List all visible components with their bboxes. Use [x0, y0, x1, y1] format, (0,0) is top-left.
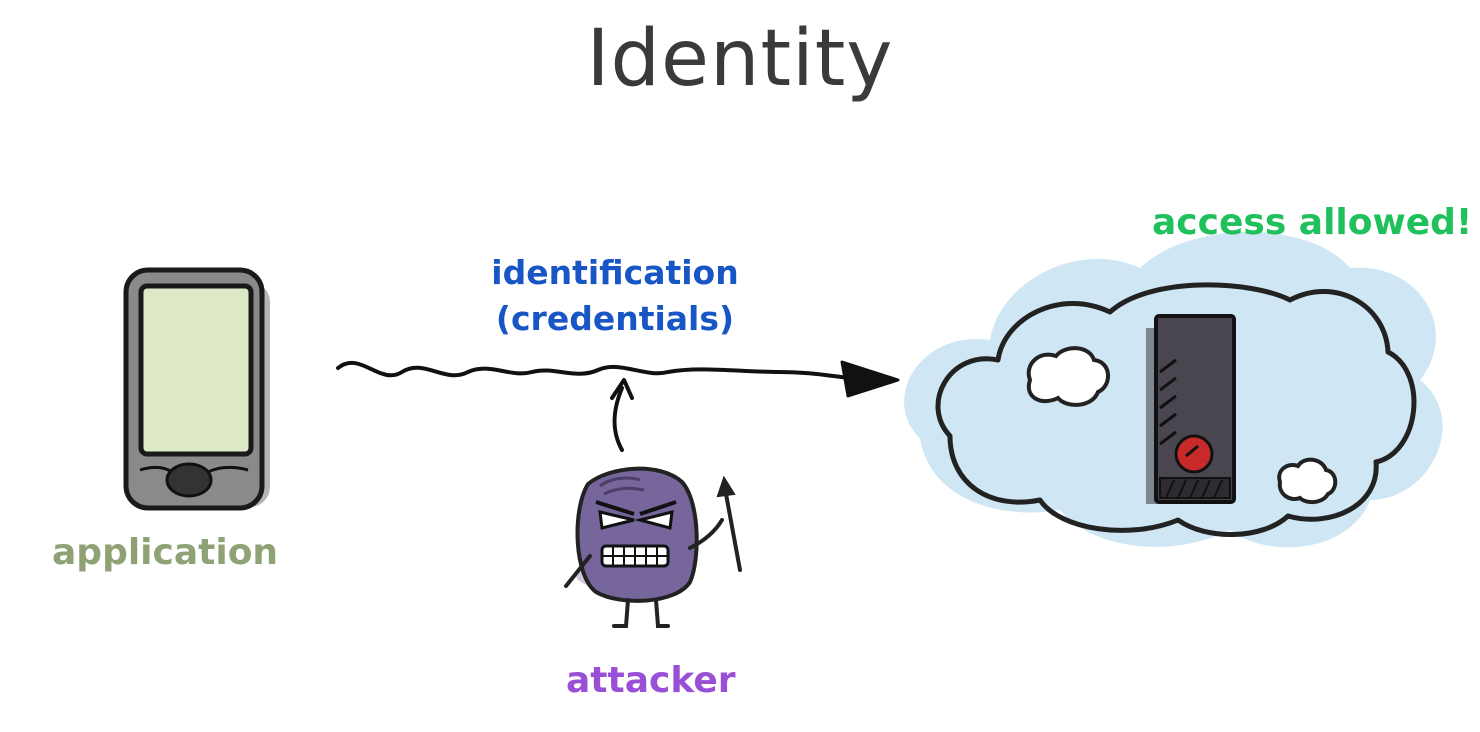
application-label: application	[52, 532, 279, 573]
phone-icon	[123, 267, 270, 511]
identification-label-line2: (credentials)	[495, 299, 735, 338]
page-title: Identity	[586, 14, 894, 104]
server-icon	[1146, 314, 1236, 504]
wavy-arrow-icon	[336, 360, 900, 398]
access-allowed-label: access allowed!	[1152, 202, 1473, 243]
identification-label: identification (credentials)	[490, 250, 740, 342]
attacker-monster-icon	[564, 466, 742, 628]
intercept-arrow-icon	[610, 378, 634, 452]
identification-label-line1: identification	[491, 253, 739, 292]
attacker-label: attacker	[566, 660, 736, 701]
